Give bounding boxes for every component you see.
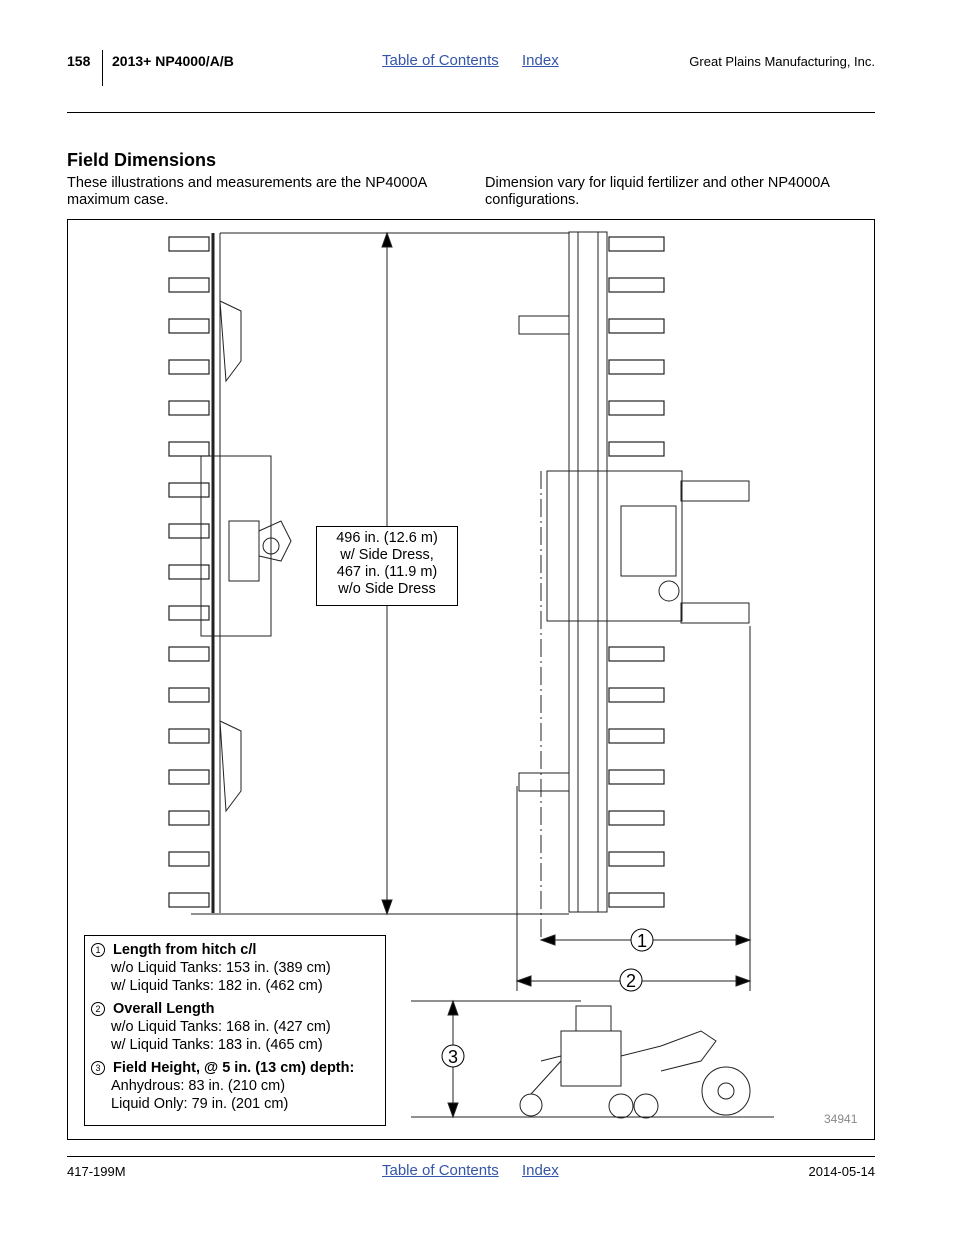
width-callout-line: 496 in. (12.6 m) — [336, 530, 438, 546]
legend-marker: 3 — [91, 1061, 105, 1075]
intro-paragraph-left: These illustrations and measurements are… — [67, 175, 427, 208]
page-number: 158 — [67, 53, 91, 69]
dimension-marker-3: 3 — [448, 1047, 458, 1067]
company-name: Great Plains Manufacturing, Inc. — [689, 54, 875, 69]
width-callout-line: 467 in. (11.9 m) — [336, 564, 438, 580]
dimensions-figure: 1 2 3 496 in. (12.6 m) w/ Side Dress, 46… — [67, 219, 875, 1140]
legend-title: Length from hitch c/l — [113, 942, 257, 958]
toc-link-header[interactable]: Table of Contents — [382, 52, 499, 69]
width-callout: 496 in. (12.6 m) w/ Side Dress, 467 in. … — [316, 526, 458, 606]
dimension-marker-2: 2 — [626, 971, 636, 991]
legend-line: Anhydrous: 83 in. (210 cm) — [111, 1078, 286, 1094]
part-number: 417-199M — [67, 1164, 126, 1179]
width-callout-line: w/ Side Dress, — [340, 547, 434, 563]
planter-drawing: 1 2 3 — [168, 231, 774, 1119]
width-callout-line: w/o Side Dress — [338, 581, 436, 597]
header-rule — [67, 112, 875, 113]
legend-marker: 2 — [91, 1002, 105, 1016]
legend-line: w/ Liquid Tanks: 182 in. (462 cm) — [111, 978, 323, 994]
legend-title: Overall Length — [113, 1001, 215, 1017]
manual-title: 2013+ NP4000/A/B — [112, 53, 234, 69]
dimension-marker-1: 1 — [637, 931, 647, 951]
legend-line: w/ Liquid Tanks: 183 in. (465 cm) — [111, 1037, 323, 1053]
legend-item: 1 Length from hitch c/l w/o Liquid Tanks… — [91, 941, 385, 995]
index-link-footer[interactable]: Index — [522, 1162, 559, 1179]
legend-title: Field Height, @ 5 in. (13 cm) depth: — [113, 1060, 355, 1076]
publication-date: 2014-05-14 — [808, 1164, 876, 1179]
toc-link-footer[interactable]: Table of Contents — [382, 1162, 499, 1179]
legend-item: 3 Field Height, @ 5 in. (13 cm) depth: A… — [91, 1059, 385, 1113]
legend-line: w/o Liquid Tanks: 168 in. (427 cm) — [111, 1019, 331, 1035]
header-divider — [102, 50, 103, 86]
legend-item: 2 Overall Length w/o Liquid Tanks: 168 i… — [91, 1000, 385, 1054]
legend-line: w/o Liquid Tanks: 153 in. (389 cm) — [111, 960, 331, 976]
index-link-header[interactable]: Index — [522, 52, 559, 69]
figure-number: 34941 — [824, 1112, 858, 1126]
section-title: Field Dimensions — [67, 150, 217, 170]
dimension-legend: 1 Length from hitch c/l w/o Liquid Tanks… — [84, 935, 386, 1126]
legend-line: Liquid Only: 79 in. (201 cm) — [111, 1096, 289, 1112]
legend-marker: 1 — [91, 943, 105, 957]
intro-paragraph-right: Dimension vary for liquid fertilizer and… — [485, 175, 830, 208]
footer-rule — [67, 1156, 875, 1157]
